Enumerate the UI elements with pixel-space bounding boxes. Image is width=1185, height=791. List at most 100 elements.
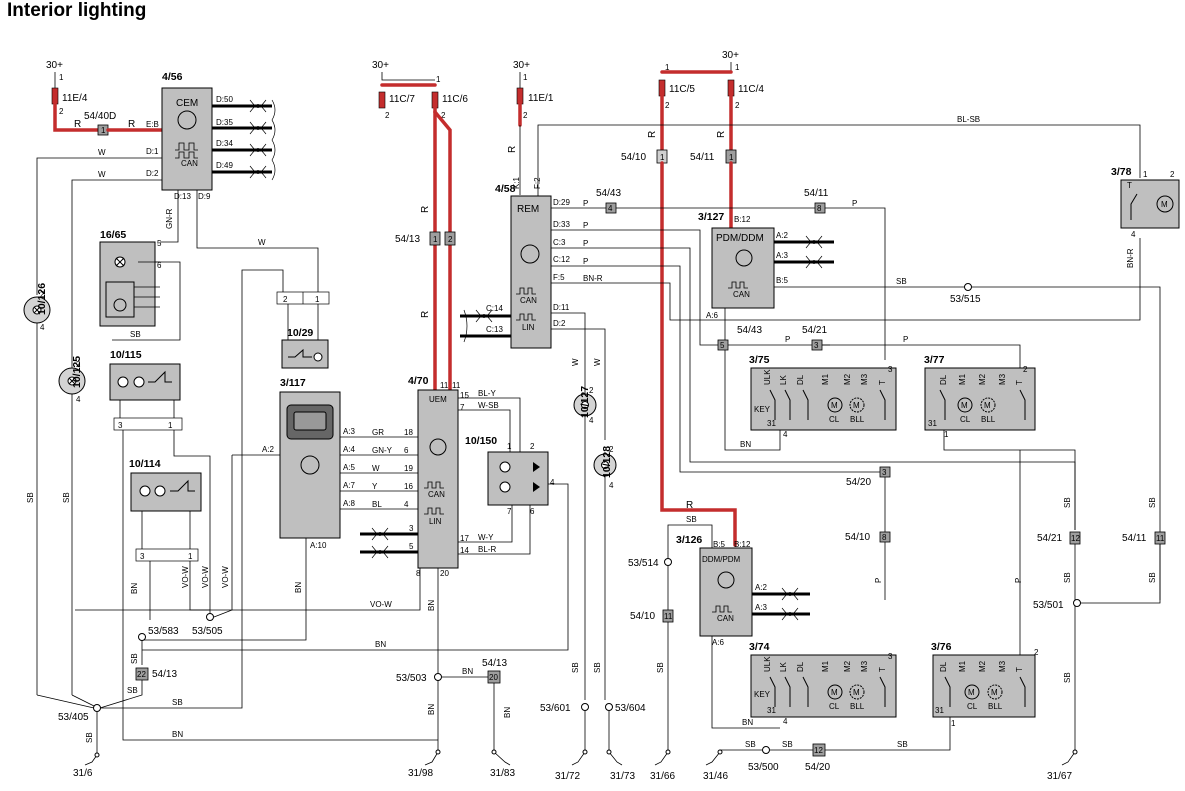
lock-3-76-id: 3/76 xyxy=(931,641,952,653)
cem-pin-d34: D:34 xyxy=(216,139,233,148)
svg-text:1: 1 xyxy=(168,421,173,430)
svg-text:SB: SB xyxy=(571,662,580,673)
svg-text:SB: SB xyxy=(26,492,35,503)
svg-text:BN: BN xyxy=(172,730,183,739)
fuse-11c5: 11C/5 xyxy=(669,84,695,95)
m3117-pin-a3: A:3 xyxy=(343,427,356,436)
lock-3-77-dl: DL xyxy=(939,374,948,385)
svg-text:W: W xyxy=(98,148,106,157)
svg-text:1: 1 xyxy=(660,153,665,162)
splice-53-500-label: 53/500 xyxy=(748,762,779,773)
lock-3-77-m1: M1 xyxy=(958,373,967,385)
svg-text:W: W xyxy=(98,170,106,179)
svg-text:2: 2 xyxy=(1034,648,1039,657)
rem-lin-label: LIN xyxy=(522,323,535,332)
svg-text:P: P xyxy=(785,335,790,344)
svg-text:VO-W: VO-W xyxy=(181,566,190,588)
ground-31-46: 31/46 xyxy=(703,749,728,782)
splice-53-503-label: 53/503 xyxy=(396,673,427,684)
svg-text:15: 15 xyxy=(460,391,469,400)
svg-text:2: 2 xyxy=(448,235,453,244)
cem-module xyxy=(161,87,213,191)
svg-text:8: 8 xyxy=(882,533,887,542)
component-10-150-id: 10/150 xyxy=(465,435,497,447)
ground-31-72-label: 31/72 xyxy=(555,771,580,782)
svg-text:4: 4 xyxy=(1131,230,1136,239)
ground-31-98: 31/98 xyxy=(408,749,441,779)
svg-text:M: M xyxy=(853,688,860,697)
svg-text:2: 2 xyxy=(530,442,535,451)
component-10-150 xyxy=(487,451,549,506)
lock-3-77 xyxy=(924,367,1036,431)
pdm-ddm-module xyxy=(711,227,775,309)
connector-54-13-a xyxy=(429,231,441,246)
svg-text:5: 5 xyxy=(720,341,725,350)
svg-text:SB: SB xyxy=(1063,572,1072,583)
svg-text:3: 3 xyxy=(409,524,414,533)
svg-text:1: 1 xyxy=(729,153,734,162)
splice-53-601 xyxy=(581,703,589,711)
svg-text:3: 3 xyxy=(888,365,893,374)
lock-3-74-cl: CL xyxy=(829,702,840,711)
svg-text:3: 3 xyxy=(814,341,819,350)
splice-53-515 xyxy=(964,283,972,291)
svg-text:M: M xyxy=(961,401,968,410)
splice-53-501-label: 53/501 xyxy=(1033,600,1064,611)
svg-text:1: 1 xyxy=(665,63,670,72)
svg-text:VO-W: VO-W xyxy=(370,600,392,609)
cem-pin-d9: D:9 xyxy=(198,192,211,201)
svg-text:16: 16 xyxy=(404,482,413,491)
svg-text:BL-Y: BL-Y xyxy=(478,389,496,398)
svg-text:P: P xyxy=(874,578,883,583)
splice-53-601-label: 53/601 xyxy=(540,703,571,714)
fuse-11e4: 11E/4 xyxy=(62,93,88,104)
cem-pin-d49: D:49 xyxy=(216,161,233,170)
svg-text:31: 31 xyxy=(767,706,776,715)
component-10-114-id: 10/114 xyxy=(129,458,161,470)
svg-text:2: 2 xyxy=(283,295,288,304)
svg-text:SB: SB xyxy=(686,515,697,524)
svg-text:BN: BN xyxy=(462,667,473,676)
lock-3-77-t: T xyxy=(1015,380,1024,385)
svg-text:1: 1 xyxy=(1143,170,1148,179)
ground-31-67-label: 31/67 xyxy=(1047,771,1072,782)
connector-54-11-top-label: 54/11 xyxy=(690,152,715,163)
lock-3-74-lk: LK xyxy=(779,662,788,672)
ddm-can-label: CAN xyxy=(717,614,734,623)
cem-pin-d35: D:35 xyxy=(216,118,233,127)
cem-transistor-icon xyxy=(177,110,197,130)
splice-53-503 xyxy=(434,673,442,681)
svg-text:3: 3 xyxy=(118,421,123,430)
connector-54-43-mid xyxy=(717,339,729,351)
connector-54-43-top-label: 54/43 xyxy=(596,188,621,199)
lock-3-74-dl: DL xyxy=(796,661,805,672)
svg-text:SB: SB xyxy=(130,330,141,339)
svg-text:4: 4 xyxy=(40,323,45,332)
svg-text:P: P xyxy=(583,221,588,230)
svg-text:BN-R: BN-R xyxy=(583,274,603,283)
lock-3-75-id: 3/75 xyxy=(749,354,770,366)
connector-54-13-label: 54/13 xyxy=(395,234,420,245)
splice-53-500 xyxy=(762,746,770,754)
svg-text:P: P xyxy=(583,199,588,208)
fuse-11e1-icon xyxy=(516,87,524,105)
m3117-pin-a4: A:4 xyxy=(343,445,356,454)
connector-54-11-right-label: 54/11 xyxy=(804,188,829,199)
cem-name: CEM xyxy=(176,98,198,109)
splice-53-514 xyxy=(664,558,672,566)
component-16-65 xyxy=(99,241,156,327)
svg-text:M: M xyxy=(853,401,860,410)
cem-pin-d2: D:2 xyxy=(146,169,159,178)
pdm-pin-a6: A:6 xyxy=(706,311,719,320)
svg-text:5: 5 xyxy=(409,542,414,551)
svg-text:3: 3 xyxy=(882,468,887,477)
svg-text:2: 2 xyxy=(59,107,64,116)
cem-pin-eb: E:B xyxy=(146,120,159,129)
svg-text:4: 4 xyxy=(550,478,555,487)
svg-text:SB: SB xyxy=(896,277,907,286)
svg-text:6: 6 xyxy=(530,507,535,516)
svg-text:5: 5 xyxy=(157,239,162,248)
connector-54-43-mid-label: 54/43 xyxy=(737,325,762,336)
svg-text:18: 18 xyxy=(404,428,413,437)
svg-text:1: 1 xyxy=(951,719,956,728)
